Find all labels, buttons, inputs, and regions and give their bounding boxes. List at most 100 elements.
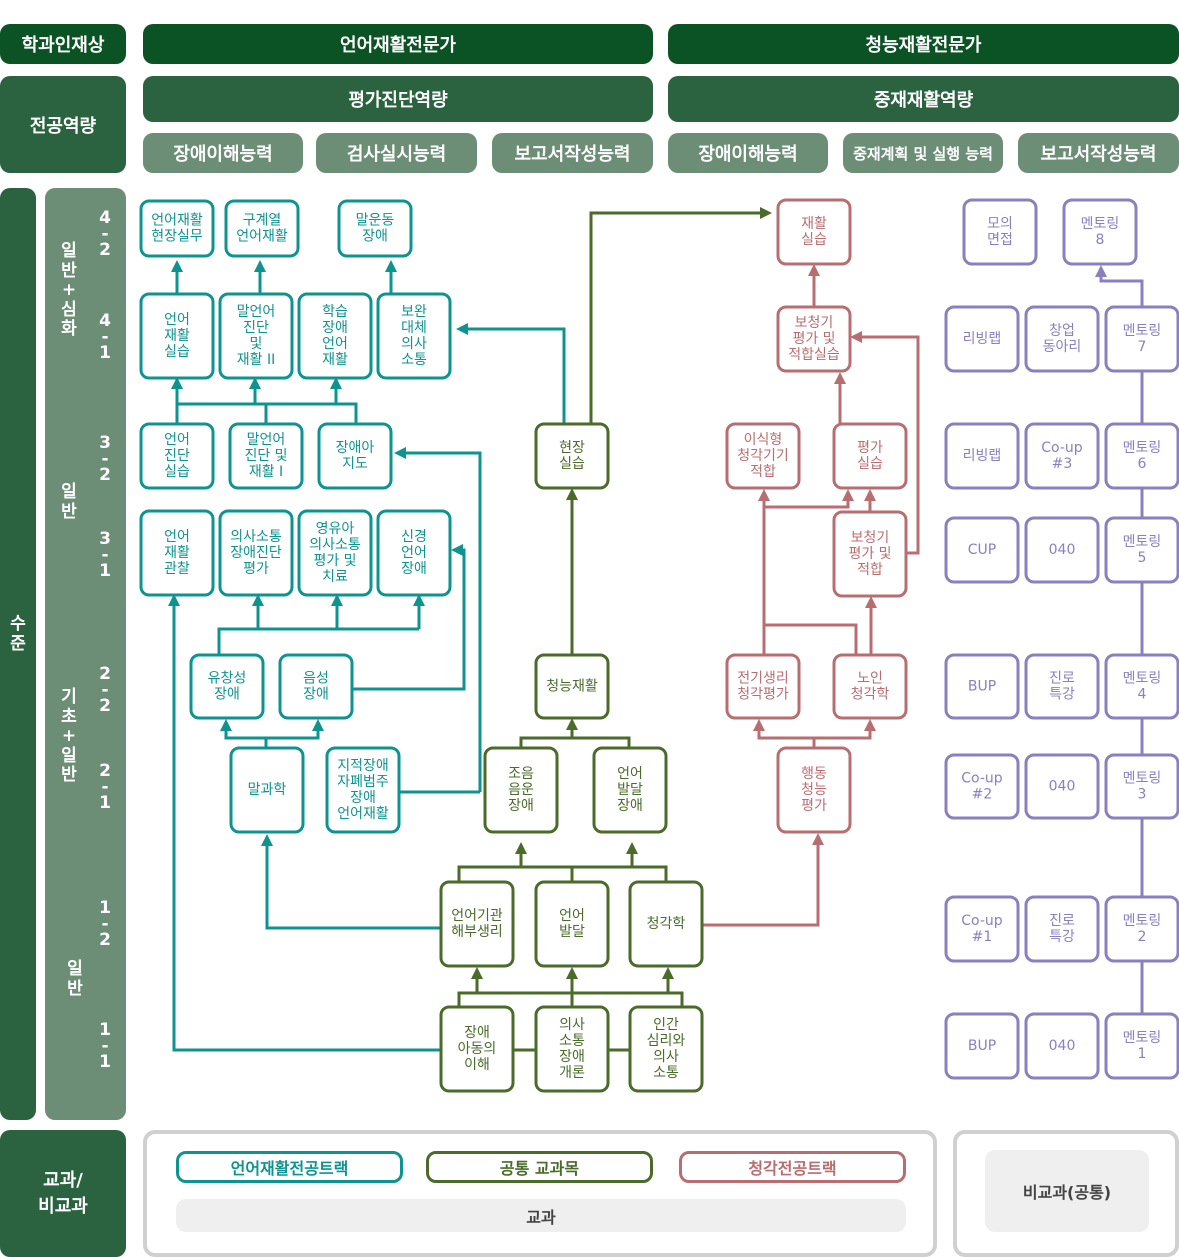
group-char: 반 xyxy=(61,765,77,786)
course-box xyxy=(224,199,300,258)
course-label: 재활 xyxy=(801,216,827,232)
course-box xyxy=(628,1005,704,1093)
course-label: 장애 xyxy=(617,798,643,814)
course-box xyxy=(944,422,1020,490)
course-box xyxy=(1024,753,1100,820)
course-label: 청능 xyxy=(801,782,827,798)
semester-char: - xyxy=(101,449,109,470)
course-label: 장애진단 xyxy=(230,545,282,561)
course-label: 말언어 xyxy=(247,432,286,448)
course-label: 관찰 xyxy=(164,561,190,577)
course-box xyxy=(337,199,413,258)
course-label: 5 xyxy=(1138,550,1147,566)
course-label: 멘토링 xyxy=(1123,671,1162,687)
course-label: 040 xyxy=(1049,542,1076,558)
semester-char: 1 xyxy=(99,1052,111,1073)
group-char: 화 xyxy=(61,319,77,340)
course-box xyxy=(1024,1012,1100,1080)
course-label: 청능재활 xyxy=(546,679,598,695)
course-label: 의사소통 xyxy=(230,529,282,545)
group-label-basic: 기 초 + 일 반 xyxy=(54,687,84,786)
course-box xyxy=(944,516,1020,584)
course-box xyxy=(962,198,1038,266)
semester-char: - xyxy=(101,1036,109,1057)
course-label: 신경 xyxy=(401,529,427,545)
course-box xyxy=(1024,516,1100,584)
course-box xyxy=(944,895,1020,963)
course-box xyxy=(832,510,908,598)
course-label: 동아리 xyxy=(1043,339,1082,355)
course-box xyxy=(229,746,305,834)
course-label: 청각평가 xyxy=(737,687,789,703)
group-label-general-3: 일 반 xyxy=(54,482,84,522)
semester-char: 2 xyxy=(99,664,111,684)
semester-char: - xyxy=(101,327,109,348)
course-node: 청각학 xyxy=(628,880,704,968)
semester-label: 2-2 xyxy=(92,664,118,714)
course-box xyxy=(317,422,393,490)
course-box xyxy=(776,198,852,266)
course-label: 구계열 xyxy=(243,213,282,229)
course-box xyxy=(944,305,1020,373)
semester-label: 1-2 xyxy=(92,899,118,948)
course-box xyxy=(1062,198,1138,266)
course-label: 실습 xyxy=(559,456,585,472)
course-box xyxy=(139,199,215,258)
course-label: 언어기관 xyxy=(451,908,503,924)
semester-label: 4-2 xyxy=(92,209,118,258)
course-node: Co-up#1 xyxy=(944,895,1020,963)
course-node: BUP xyxy=(944,1012,1020,1080)
level-label-char: 수 xyxy=(10,614,26,634)
course-label: 조음 xyxy=(508,766,534,782)
connector-line xyxy=(457,865,668,882)
course-node: 040 xyxy=(1024,753,1100,820)
course-box xyxy=(278,653,354,720)
course-node: Co-up#2 xyxy=(944,753,1020,820)
course-label: 장애 xyxy=(464,1025,490,1041)
course-label: 진로 xyxy=(1049,671,1075,687)
course-label: 진단 xyxy=(164,448,190,464)
semester-label: 1-1 xyxy=(92,1021,118,1073)
course-label: 언어 xyxy=(164,312,190,328)
course-label: 보청기 xyxy=(851,530,890,546)
group-char: 초 xyxy=(61,706,77,727)
legend-common: 공통 교과목 xyxy=(426,1151,653,1183)
course-label: 언어재활 xyxy=(236,229,288,245)
course-label: CUP xyxy=(968,542,996,558)
course-label: 전기생리 xyxy=(737,671,789,687)
course-label: 실습 xyxy=(164,344,190,360)
course-box xyxy=(1104,1012,1179,1080)
course-label: 멘토링 xyxy=(1123,534,1162,550)
course-label: 말언어 xyxy=(237,304,276,320)
group-char: 일 xyxy=(67,959,83,979)
course-label: 장애 xyxy=(322,320,348,336)
course-box xyxy=(1104,653,1179,720)
course-label: 이해 xyxy=(464,1057,490,1073)
course-label: 심리와 xyxy=(647,1033,686,1049)
course-label: 재활 II xyxy=(237,352,275,368)
course-label: 언어 xyxy=(617,766,643,782)
hearing-competency-banner: 중재재활역량 xyxy=(668,76,1179,122)
curricular-legend xyxy=(143,1130,937,1257)
footer-label: 교과/ 비교과 xyxy=(0,1130,126,1257)
semester-char: 1 xyxy=(99,793,111,814)
talent-label: 학과인재상 xyxy=(0,24,126,64)
semester-char: 1 xyxy=(99,561,111,582)
speech-sub-report: 보고서작성능력 xyxy=(492,133,653,173)
course-label: 진단 및 xyxy=(244,448,287,464)
course-label: 장애 xyxy=(508,798,534,814)
course-label: 발달 xyxy=(559,924,585,940)
course-label: 개론 xyxy=(559,1065,585,1081)
course-box xyxy=(376,292,452,380)
